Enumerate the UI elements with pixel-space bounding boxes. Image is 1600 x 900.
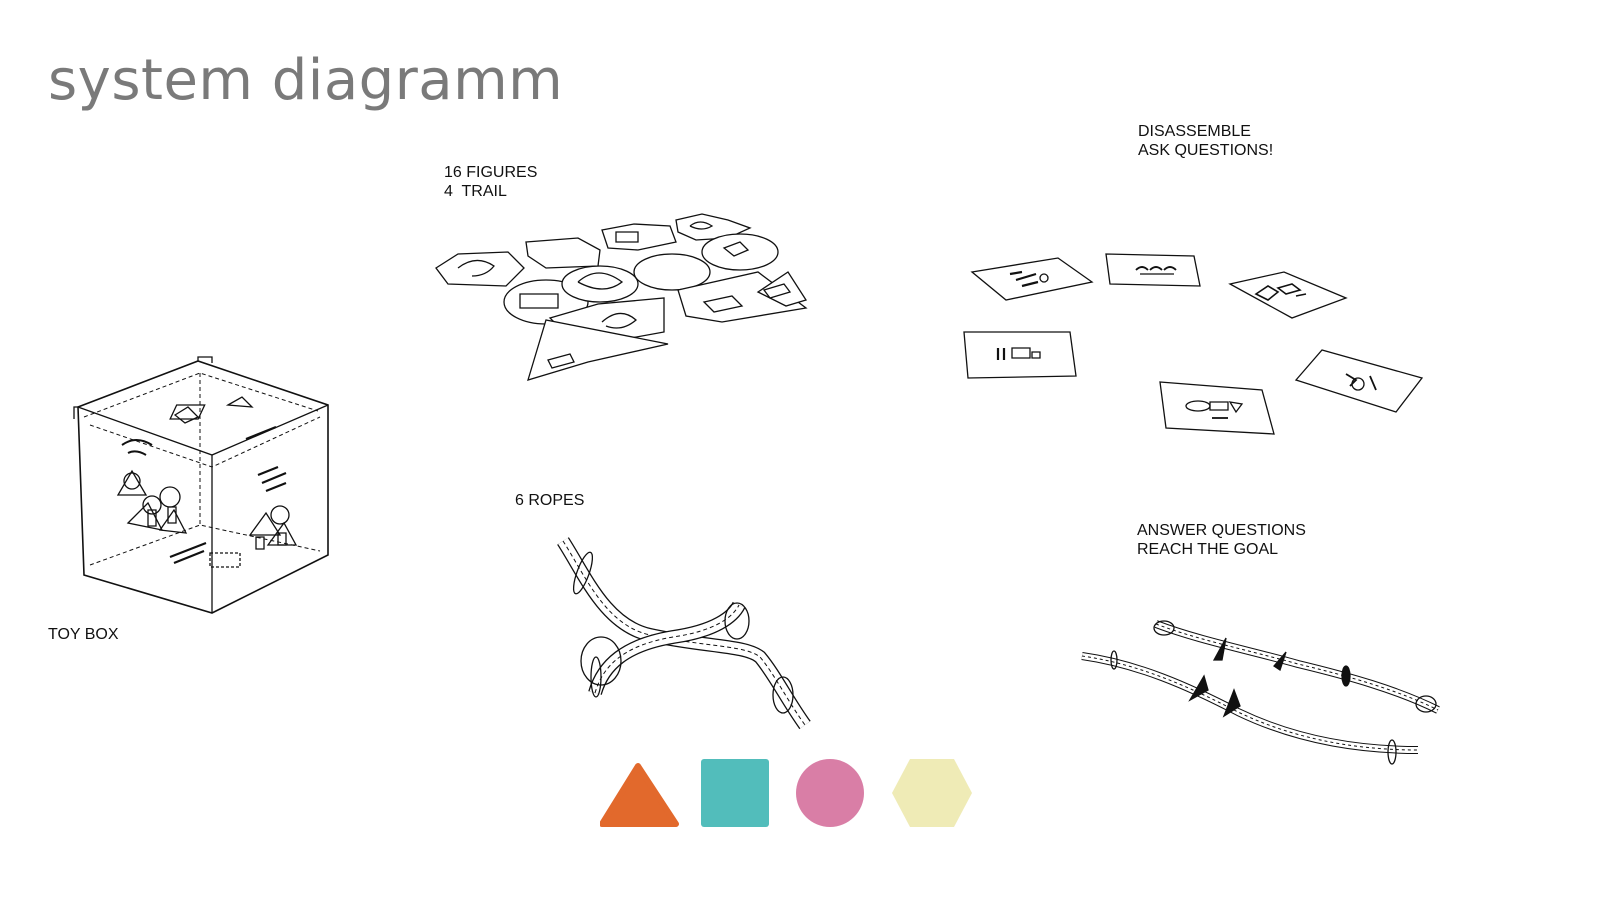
ropes-label: 6 ROPES (515, 491, 584, 510)
toy-box-label: TOY BOX (48, 625, 119, 644)
hexagon-shape-icon (892, 759, 972, 827)
disassemble-label-line1: DISASSEMBLE (1138, 122, 1273, 141)
puzzle-figures-icon (428, 210, 818, 390)
answer-label-line2: REACH THE GOAL (1137, 540, 1306, 559)
figures-label-line1: 16 FIGURES (444, 163, 537, 182)
square-shape-icon (701, 759, 769, 827)
rope-icon (555, 535, 825, 735)
trail-ropes-icon (1078, 610, 1458, 775)
circle-shape-icon (796, 759, 864, 827)
disassemble-label-line2: ASK QUESTIONS! (1138, 141, 1273, 160)
question-cards-icon (960, 250, 1430, 440)
triangle-shape-icon (602, 766, 676, 824)
shape-legend (600, 756, 1000, 836)
page-title: system diagramm (48, 48, 563, 113)
disassemble-label: DISASSEMBLE ASK QUESTIONS! (1138, 122, 1273, 160)
answer-label-line1: ANSWER QUESTIONS (1137, 521, 1306, 540)
figures-label: 16 FIGURES 4 TRAIL (444, 163, 537, 201)
figures-label-line2: 4 TRAIL (444, 182, 537, 201)
cube-box-icon (70, 355, 340, 625)
answer-label: ANSWER QUESTIONS REACH THE GOAL (1137, 521, 1306, 559)
